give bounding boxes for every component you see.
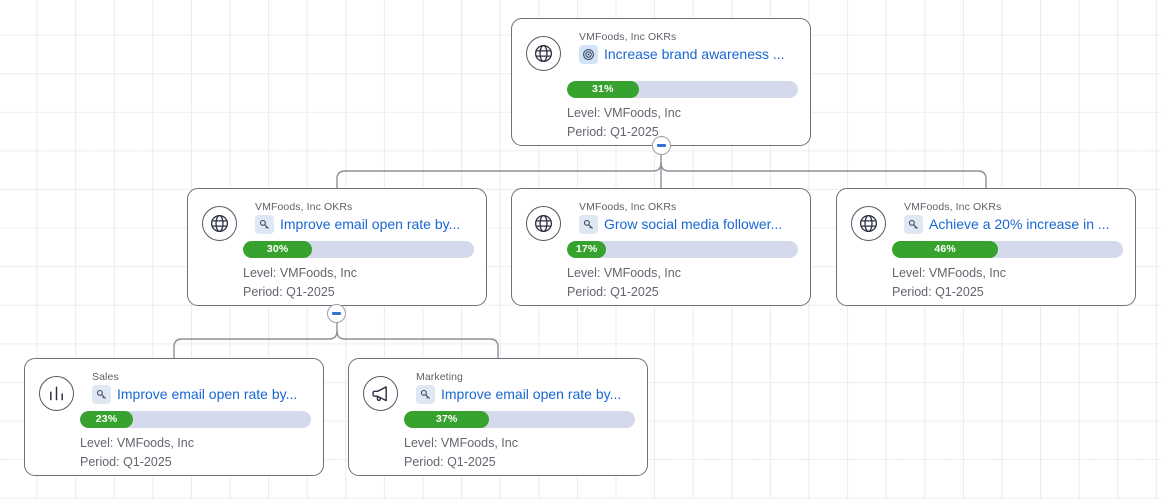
collapse-toggle-button[interactable] bbox=[652, 136, 671, 155]
key-icon bbox=[579, 215, 598, 234]
progress-percent-label: 31% bbox=[591, 83, 614, 95]
minus-icon bbox=[332, 312, 341, 315]
globe-icon bbox=[202, 206, 237, 241]
globe-icon bbox=[526, 36, 561, 71]
progress-bar: 23% bbox=[80, 411, 311, 428]
node-period-label: Period: Q1-2025 bbox=[567, 285, 659, 299]
connector-kr-email-to-marketing bbox=[336, 330, 499, 359]
node-owner-label: VMFoods, Inc OKRs bbox=[579, 201, 677, 213]
progress-bar: 31% bbox=[567, 81, 798, 98]
globe-icon bbox=[851, 206, 886, 241]
node-title-link[interactable]: Grow social media follower... bbox=[604, 216, 783, 232]
node-owner-label: Marketing bbox=[416, 371, 464, 383]
key-icon bbox=[92, 385, 111, 404]
progress-fill: 46% bbox=[892, 241, 999, 258]
okr-node-card[interactable]: Sales Improve email open rate by... 23% bbox=[24, 358, 324, 476]
node-period-label: Period: Q1-2025 bbox=[80, 455, 172, 469]
okr-node-card[interactable]: Marketing Improve email open rate by... … bbox=[348, 358, 648, 476]
progress-percent-label: 46% bbox=[934, 243, 956, 255]
okr-node-card[interactable]: VMFoods, Inc OKRs Achieve a 20% increase… bbox=[836, 188, 1136, 306]
progress-fill: 31% bbox=[567, 81, 639, 98]
node-period-label: Period: Q1-2025 bbox=[892, 285, 984, 299]
node-owner-label: VMFoods, Inc OKRs bbox=[255, 201, 353, 213]
target-icon bbox=[579, 45, 598, 64]
progress-percent-label: 37% bbox=[435, 413, 458, 425]
okr-node-card[interactable]: VMFoods, Inc OKRs Grow social media foll… bbox=[511, 188, 811, 306]
progress-percent-label: 30% bbox=[266, 243, 289, 255]
node-owner-label: VMFoods, Inc OKRs bbox=[579, 31, 677, 43]
node-title-link[interactable]: Improve email open rate by... bbox=[441, 386, 622, 402]
key-icon bbox=[904, 215, 923, 234]
node-owner-label: Sales bbox=[92, 371, 119, 383]
okr-node-card[interactable]: VMFoods, Inc OKRs Increase brand awarene… bbox=[511, 18, 811, 146]
node-level-label: Level: VMFoods, Inc bbox=[404, 436, 518, 450]
progress-fill: 23% bbox=[80, 411, 134, 428]
connector-objective-to-kr-achieve bbox=[660, 162, 987, 189]
key-icon bbox=[416, 385, 435, 404]
node-title-link[interactable]: Increase brand awareness ... bbox=[604, 46, 785, 62]
progress-fill: 30% bbox=[243, 241, 313, 258]
node-title-link[interactable]: Improve email open rate by... bbox=[117, 386, 298, 402]
progress-percent-label: 17% bbox=[575, 243, 598, 255]
progress-bar: 37% bbox=[404, 411, 635, 428]
globe-icon bbox=[526, 206, 561, 241]
progress-fill: 17% bbox=[567, 241, 607, 258]
progress-fill: 37% bbox=[404, 411, 490, 428]
node-period-label: Period: Q1-2025 bbox=[567, 125, 659, 139]
node-owner-label: VMFoods, Inc OKRs bbox=[904, 201, 1002, 213]
node-period-label: Period: Q1-2025 bbox=[404, 455, 496, 469]
node-period-label: Period: Q1-2025 bbox=[243, 285, 335, 299]
megaphone-icon bbox=[363, 376, 398, 411]
node-level-label: Level: VMFoods, Inc bbox=[80, 436, 194, 450]
okr-node-card[interactable]: VMFoods, Inc OKRs Improve email open rat… bbox=[187, 188, 487, 306]
progress-bar: 46% bbox=[892, 241, 1123, 258]
connector-kr-email-to-sales bbox=[173, 330, 338, 359]
connector-objective-to-kr-email bbox=[336, 162, 662, 189]
progress-bar: 17% bbox=[567, 241, 798, 258]
node-level-label: Level: VMFoods, Inc bbox=[567, 266, 681, 280]
node-level-label: Level: VMFoods, Inc bbox=[567, 106, 681, 120]
collapse-toggle-button[interactable] bbox=[327, 304, 346, 323]
node-level-label: Level: VMFoods, Inc bbox=[892, 266, 1006, 280]
key-icon bbox=[255, 215, 274, 234]
progress-percent-label: 23% bbox=[95, 413, 118, 425]
bar-chart-icon bbox=[39, 376, 74, 411]
node-level-label: Level: VMFoods, Inc bbox=[243, 266, 357, 280]
node-title-link[interactable]: Achieve a 20% increase in ... bbox=[929, 216, 1110, 232]
minus-icon bbox=[657, 144, 666, 147]
node-title-link[interactable]: Improve email open rate by... bbox=[280, 216, 461, 232]
progress-bar: 30% bbox=[243, 241, 474, 258]
